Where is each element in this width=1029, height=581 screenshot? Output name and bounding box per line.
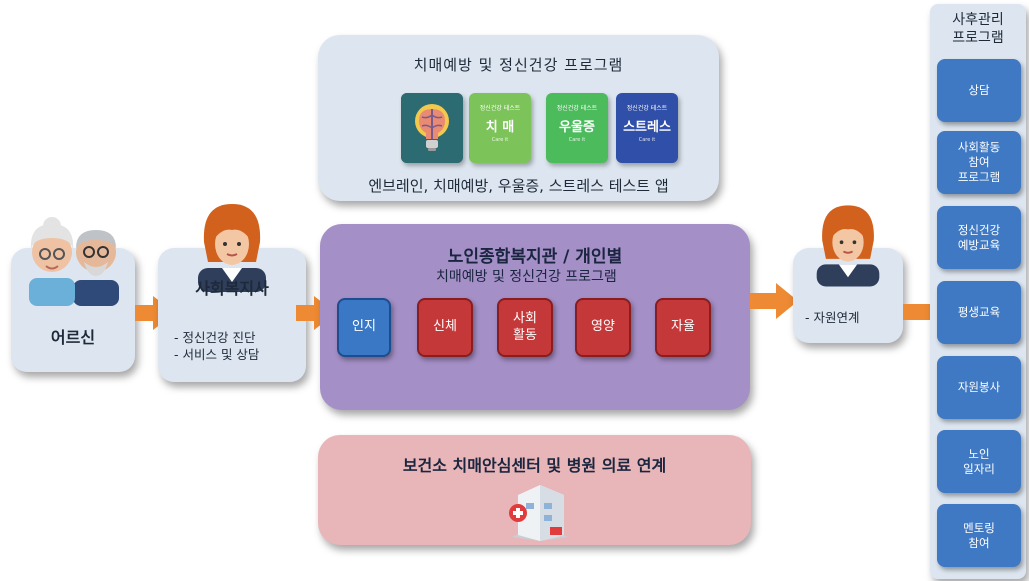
brain-bulb-icon (401, 93, 463, 163)
arrow-center-to-resource (750, 283, 798, 319)
aftercare-item-volunteering: 자원봉사 (937, 356, 1021, 419)
box-cognition: 인지 (337, 298, 391, 357)
medical-link-title: 보건소 치매안심센터 및 병원 의료 연계 (402, 456, 667, 475)
nbrain-app-icon (401, 93, 463, 163)
aftercare-item-mentoring: 멘토링 참여 (937, 504, 1021, 567)
center-subtitle: 치매예방 및 정신건강 프로그램 (436, 269, 617, 285)
box-autonomy: 자율 (655, 298, 711, 357)
resource-link-label: - 자원연계 (805, 310, 860, 325)
aftercare-title: 사후관리 프로그램 (952, 12, 1004, 46)
elder-card: 어르신 (11, 217, 135, 372)
dementia-test-app-icon: 정신건강 테스트 치 매 Care it (469, 93, 531, 163)
social-worker-label: 사회복지사 (195, 279, 269, 298)
coordinator-icon (816, 205, 880, 287)
depression-test-app-icon: 정신건강 테스트 우울증 Care it (546, 93, 608, 163)
program-panel-title: 치매예방 및 정신건강 프로그램 (413, 56, 624, 74)
box-social-activity: 사회 활동 (497, 298, 553, 357)
resource-link-card: - 자원연계 (793, 205, 903, 343)
social-worker-icon (198, 204, 266, 292)
medical-link-panel: 보건소 치매안심센터 및 병원 의료 연계 (318, 435, 751, 545)
center-title: 노인종합복지관 / 개인별 (447, 247, 623, 267)
social-worker-tasks: - 정신건강 진단 - 서비스 및 상담 (174, 330, 260, 362)
social-worker-card: 사회복지사 - 정신건강 진단 - 서비스 및 상담 (158, 204, 306, 382)
aftercare-item-senior-jobs: 노인 일자리 (937, 430, 1021, 493)
box-physical: 신체 (417, 298, 473, 357)
hospital-icon (509, 485, 568, 541)
aftercare-item-mental-health-education: 정신건강 예방교육 (937, 206, 1021, 269)
stress-test-app-icon: 정신건강 테스트 스트레스 Care it (616, 93, 678, 163)
aftercare-item-social-participation: 사회활동 참여 프로그램 (937, 131, 1021, 194)
aftercare-item-lifelong-education: 평생교육 (937, 281, 1021, 344)
box-nutrition: 영양 (575, 298, 631, 357)
aftercare-item-counseling: 상담 (937, 59, 1021, 122)
elderly-couple-icon (29, 217, 119, 306)
app-caption: 엔브레인, 치매예방, 우울증, 스트레스 테스트 앱 (368, 177, 669, 195)
elder-label: 어르신 (50, 328, 96, 347)
